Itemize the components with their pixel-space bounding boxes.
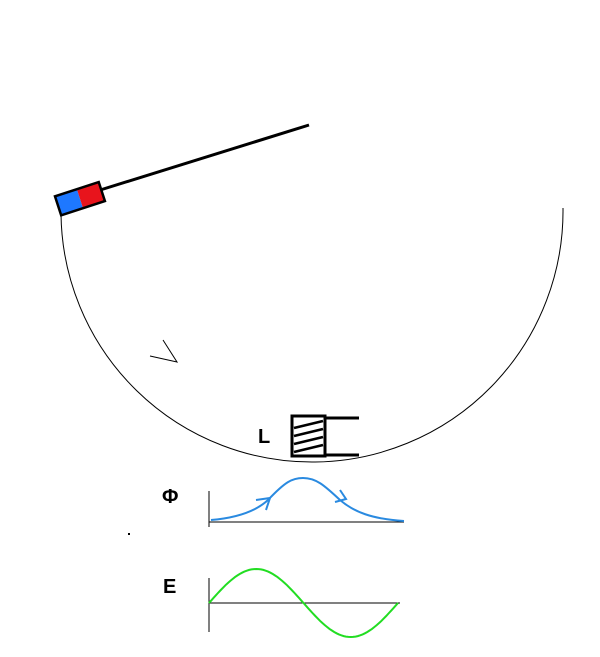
- pendulum-string: [96, 123, 310, 193]
- swing-direction-arrow: [149, 339, 179, 363]
- coil-label: L: [258, 426, 270, 448]
- emf-graph: [208, 567, 400, 639]
- flux-graph: [208, 476, 405, 527]
- coil-winding: [293, 443, 324, 454]
- magnet-north-pole: [76, 182, 105, 209]
- flux-arrow-falling: [334, 489, 348, 503]
- flux-arrow-rising: [255, 496, 272, 511]
- stray-dot: [128, 533, 130, 535]
- swing-arc: [60, 207, 564, 463]
- coil-winding: [293, 427, 324, 438]
- coil-inductor: [290, 414, 359, 458]
- emf-curve: [208, 567, 399, 639]
- coil-winding: [293, 435, 324, 446]
- flux-axis-label: Φ: [162, 486, 178, 508]
- coil-winding: [293, 419, 324, 430]
- magnet-south-pole: [54, 189, 84, 216]
- emf-axis-label: E: [163, 576, 176, 598]
- flux-curve: [210, 476, 405, 522]
- magnet-outline: [53, 180, 107, 217]
- bar-magnet: [53, 180, 107, 217]
